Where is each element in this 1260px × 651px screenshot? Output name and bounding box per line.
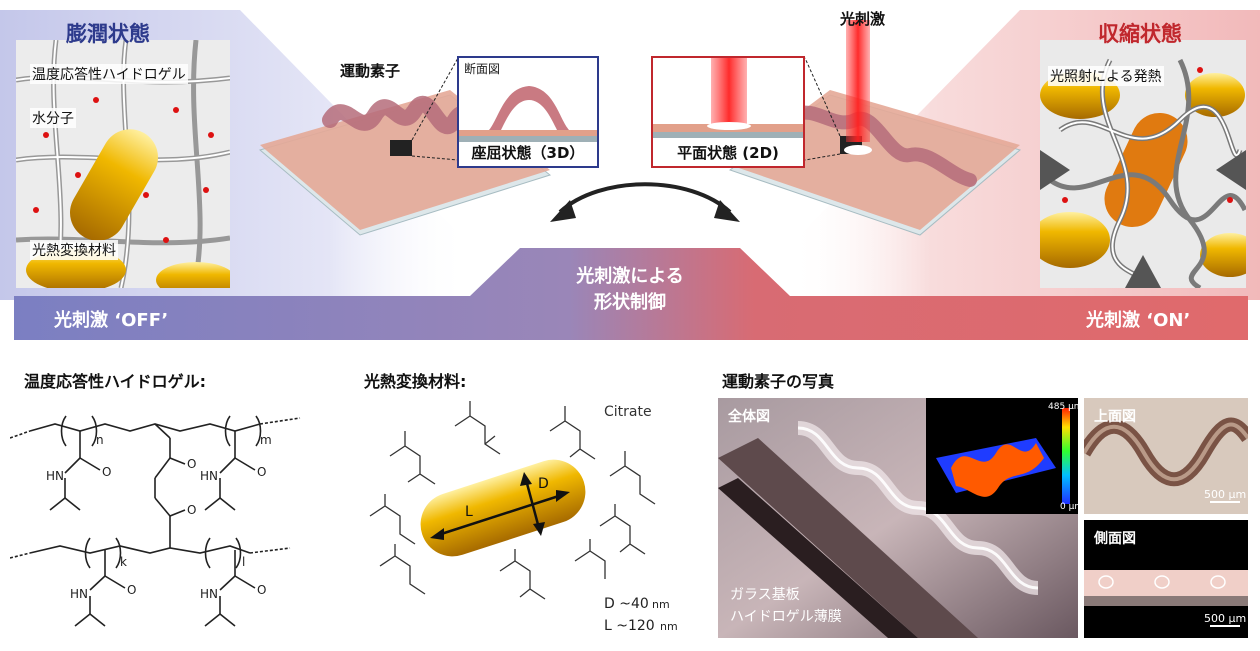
struct-n: n <box>96 433 104 447</box>
d-size-unit: nm <box>652 598 670 611</box>
light-label: 光刺激 <box>840 10 886 28</box>
struct-hn-3: HN <box>70 587 88 601</box>
overall-photo <box>718 398 1078 638</box>
struct-l: l <box>242 555 245 569</box>
flat-zoom-box <box>651 56 805 168</box>
scalebar-side: 500 μm <box>1204 612 1247 625</box>
height-map-image <box>936 408 1070 504</box>
buckled-zoom-box <box>457 56 599 168</box>
photothermal-heading: 光熱変換材料: <box>364 372 467 391</box>
d-size: D ~40 <box>604 596 649 612</box>
flat-cross-section <box>653 58 803 138</box>
overall-photo-image <box>718 398 1078 638</box>
height-max: 485 μm <box>1048 402 1083 412</box>
scalebar-top: 500 μm <box>1204 488 1247 501</box>
l-size-unit: nm <box>660 620 678 633</box>
height-min: 0 μm <box>1060 502 1083 512</box>
photothermal-label-top: 光熱変換材料 <box>30 240 118 260</box>
struct-o-2: O <box>257 465 266 479</box>
center-text: 光刺激による 形状制御 <box>520 264 740 316</box>
shrunk-title: 収縮状態 <box>1098 22 1182 46</box>
buckled-label: 座屈状態（3D） <box>471 144 585 162</box>
on-label: 光刺激 ‘ON’ <box>1086 310 1191 331</box>
struct-o-3: O <box>187 457 196 471</box>
top-view-image <box>1077 417 1254 503</box>
struct-hn-4: HN <box>200 587 218 601</box>
side-view-image <box>1084 570 1248 627</box>
swollen-title: 膨潤状態 <box>66 22 150 46</box>
center-text-line1: 光刺激による <box>576 266 684 287</box>
water-label: 水分子 <box>30 108 76 128</box>
struct-o-5: O <box>127 583 136 597</box>
struct-hn-2: HN <box>200 469 218 483</box>
center-text-line2: 形状制御 <box>594 292 666 313</box>
flat-label: 平面状態 (2D) <box>677 144 779 162</box>
top-view-photo <box>1077 398 1254 514</box>
height-min-value: 0 <box>1060 502 1066 512</box>
height-max-value: 485 <box>1048 402 1066 412</box>
l-size: L ~120 <box>604 618 655 634</box>
struct-hn-1: HN <box>46 469 64 483</box>
height-map <box>926 398 1078 514</box>
hydrogel-structure: n m k l HN O HN O O O HN O HN O <box>10 415 301 627</box>
struct-o-6: O <box>257 583 266 597</box>
hydrogel-label: 温度応答性ハイドロゲル <box>30 64 188 84</box>
struct-k: k <box>120 555 127 569</box>
actuator-label: 運動素子 <box>340 62 401 80</box>
nanorod-illustration: L D Citrate D ~40 nm L ~120 nm <box>369 401 678 634</box>
d-label: D <box>538 476 549 492</box>
overall-label: 全体図 <box>728 409 770 425</box>
citrate-label: Citrate <box>604 404 652 420</box>
cross-section-label: 断面図 <box>464 62 501 76</box>
photo-heading: 運動素子の写真 <box>722 372 835 391</box>
film-label: ハイドロゲル薄膜 <box>730 609 842 625</box>
struct-o-1: O <box>102 465 111 479</box>
buckled-cross-section <box>459 86 597 142</box>
l-label: L <box>465 504 473 520</box>
hydrogel-heading: 温度応答性ハイドロゲル: <box>24 372 207 391</box>
height-min-unit: μm <box>1068 502 1084 512</box>
struct-m: m <box>260 433 272 447</box>
struct-o-4: O <box>187 503 196 517</box>
top-view-label: 上面図 <box>1094 409 1136 425</box>
off-label: 光刺激 ‘OFF’ <box>54 310 169 331</box>
heat-label: 光照射による発熱 <box>1048 66 1164 86</box>
side-view-label: 側面図 <box>1094 531 1136 547</box>
side-view-photo <box>1084 520 1248 638</box>
glass-label: ガラス基板 <box>730 587 800 603</box>
height-max-unit: μm <box>1068 402 1083 412</box>
device-illustration <box>258 20 1022 236</box>
